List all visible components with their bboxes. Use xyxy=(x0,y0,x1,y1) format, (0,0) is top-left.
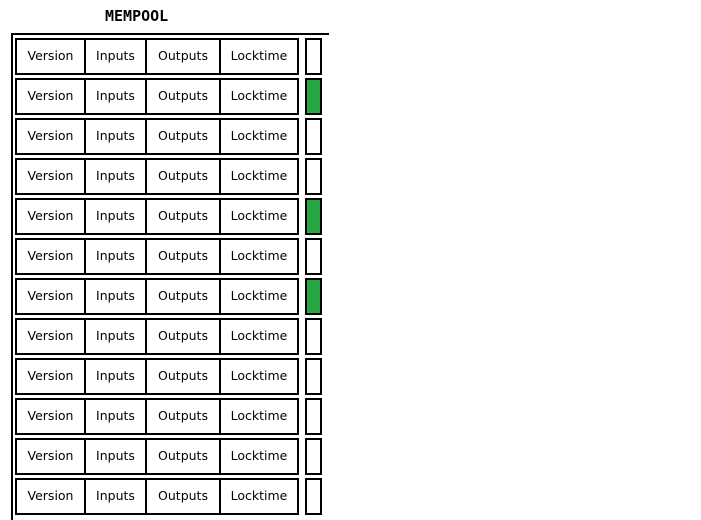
tx-cell-version: Version xyxy=(15,438,86,475)
transaction-status-indicator[interactable] xyxy=(305,158,322,195)
tx-cell-locktime: Locktime xyxy=(219,198,299,235)
tx-cell-version: Version xyxy=(15,238,86,275)
tx-cell-locktime: Locktime xyxy=(219,438,299,475)
tx-cell-locktime: Locktime xyxy=(219,38,299,75)
tx-cell-outputs: Outputs xyxy=(145,238,221,275)
tx-cell-version: Version xyxy=(15,198,86,235)
tx-cell-locktime: Locktime xyxy=(219,78,299,115)
tx-cell-outputs: Outputs xyxy=(145,318,221,355)
tx-cell-inputs: Inputs xyxy=(84,238,147,275)
tx-cell-outputs: Outputs xyxy=(145,358,221,395)
tx-cell-version: Version xyxy=(15,358,86,395)
tx-cell-version: Version xyxy=(15,278,86,315)
tx-cell-inputs: Inputs xyxy=(84,358,147,395)
transaction-status-indicator[interactable] xyxy=(305,438,322,475)
tx-cell-inputs: Inputs xyxy=(84,198,147,235)
transaction-status-indicator[interactable] xyxy=(305,38,322,75)
tx-cell-version: Version xyxy=(15,38,86,75)
tx-cell-outputs: Outputs xyxy=(145,158,221,195)
tx-cell-version: Version xyxy=(15,318,86,355)
transaction-status-indicator[interactable] xyxy=(305,78,322,115)
tx-cell-locktime: Locktime xyxy=(219,398,299,435)
tx-cell-locktime: Locktime xyxy=(219,158,299,195)
transaction-status-indicator[interactable] xyxy=(305,318,322,355)
tx-cell-version: Version xyxy=(15,78,86,115)
tx-cell-version: Version xyxy=(15,398,86,435)
tx-cell-outputs: Outputs xyxy=(145,198,221,235)
transaction-status-indicator[interactable] xyxy=(305,198,322,235)
tx-cell-inputs: Inputs xyxy=(84,398,147,435)
tx-cell-outputs: Outputs xyxy=(145,478,221,515)
tx-cell-inputs: Inputs xyxy=(84,78,147,115)
tx-cell-locktime: Locktime xyxy=(219,318,299,355)
tx-cell-inputs: Inputs xyxy=(84,158,147,195)
tx-cell-version: Version xyxy=(15,118,86,155)
page-title: MEMPOOL xyxy=(105,7,169,25)
tx-cell-locktime: Locktime xyxy=(219,238,299,275)
tx-cell-version: Version xyxy=(15,158,86,195)
tx-cell-outputs: Outputs xyxy=(145,438,221,475)
tx-cell-inputs: Inputs xyxy=(84,478,147,515)
tx-cell-outputs: Outputs xyxy=(145,278,221,315)
transaction-status-indicator[interactable] xyxy=(305,238,322,275)
tx-cell-locktime: Locktime xyxy=(219,358,299,395)
tx-cell-inputs: Inputs xyxy=(84,438,147,475)
tx-cell-outputs: Outputs xyxy=(145,398,221,435)
transaction-status-indicator[interactable] xyxy=(305,478,322,515)
tx-cell-inputs: Inputs xyxy=(84,38,147,75)
tx-cell-outputs: Outputs xyxy=(145,78,221,115)
tx-cell-version: Version xyxy=(15,478,86,515)
tx-cell-inputs: Inputs xyxy=(84,118,147,155)
transaction-status-indicator[interactable] xyxy=(305,278,322,315)
tx-cell-inputs: Inputs xyxy=(84,278,147,315)
transaction-status-indicator[interactable] xyxy=(305,398,322,435)
tx-cell-outputs: Outputs xyxy=(145,38,221,75)
transaction-status-indicator[interactable] xyxy=(305,358,322,395)
tx-cell-inputs: Inputs xyxy=(84,318,147,355)
tx-cell-locktime: Locktime xyxy=(219,278,299,315)
tx-cell-locktime: Locktime xyxy=(219,478,299,515)
tx-cell-outputs: Outputs xyxy=(145,118,221,155)
transaction-status-indicator[interactable] xyxy=(305,118,322,155)
tx-cell-locktime: Locktime xyxy=(219,118,299,155)
